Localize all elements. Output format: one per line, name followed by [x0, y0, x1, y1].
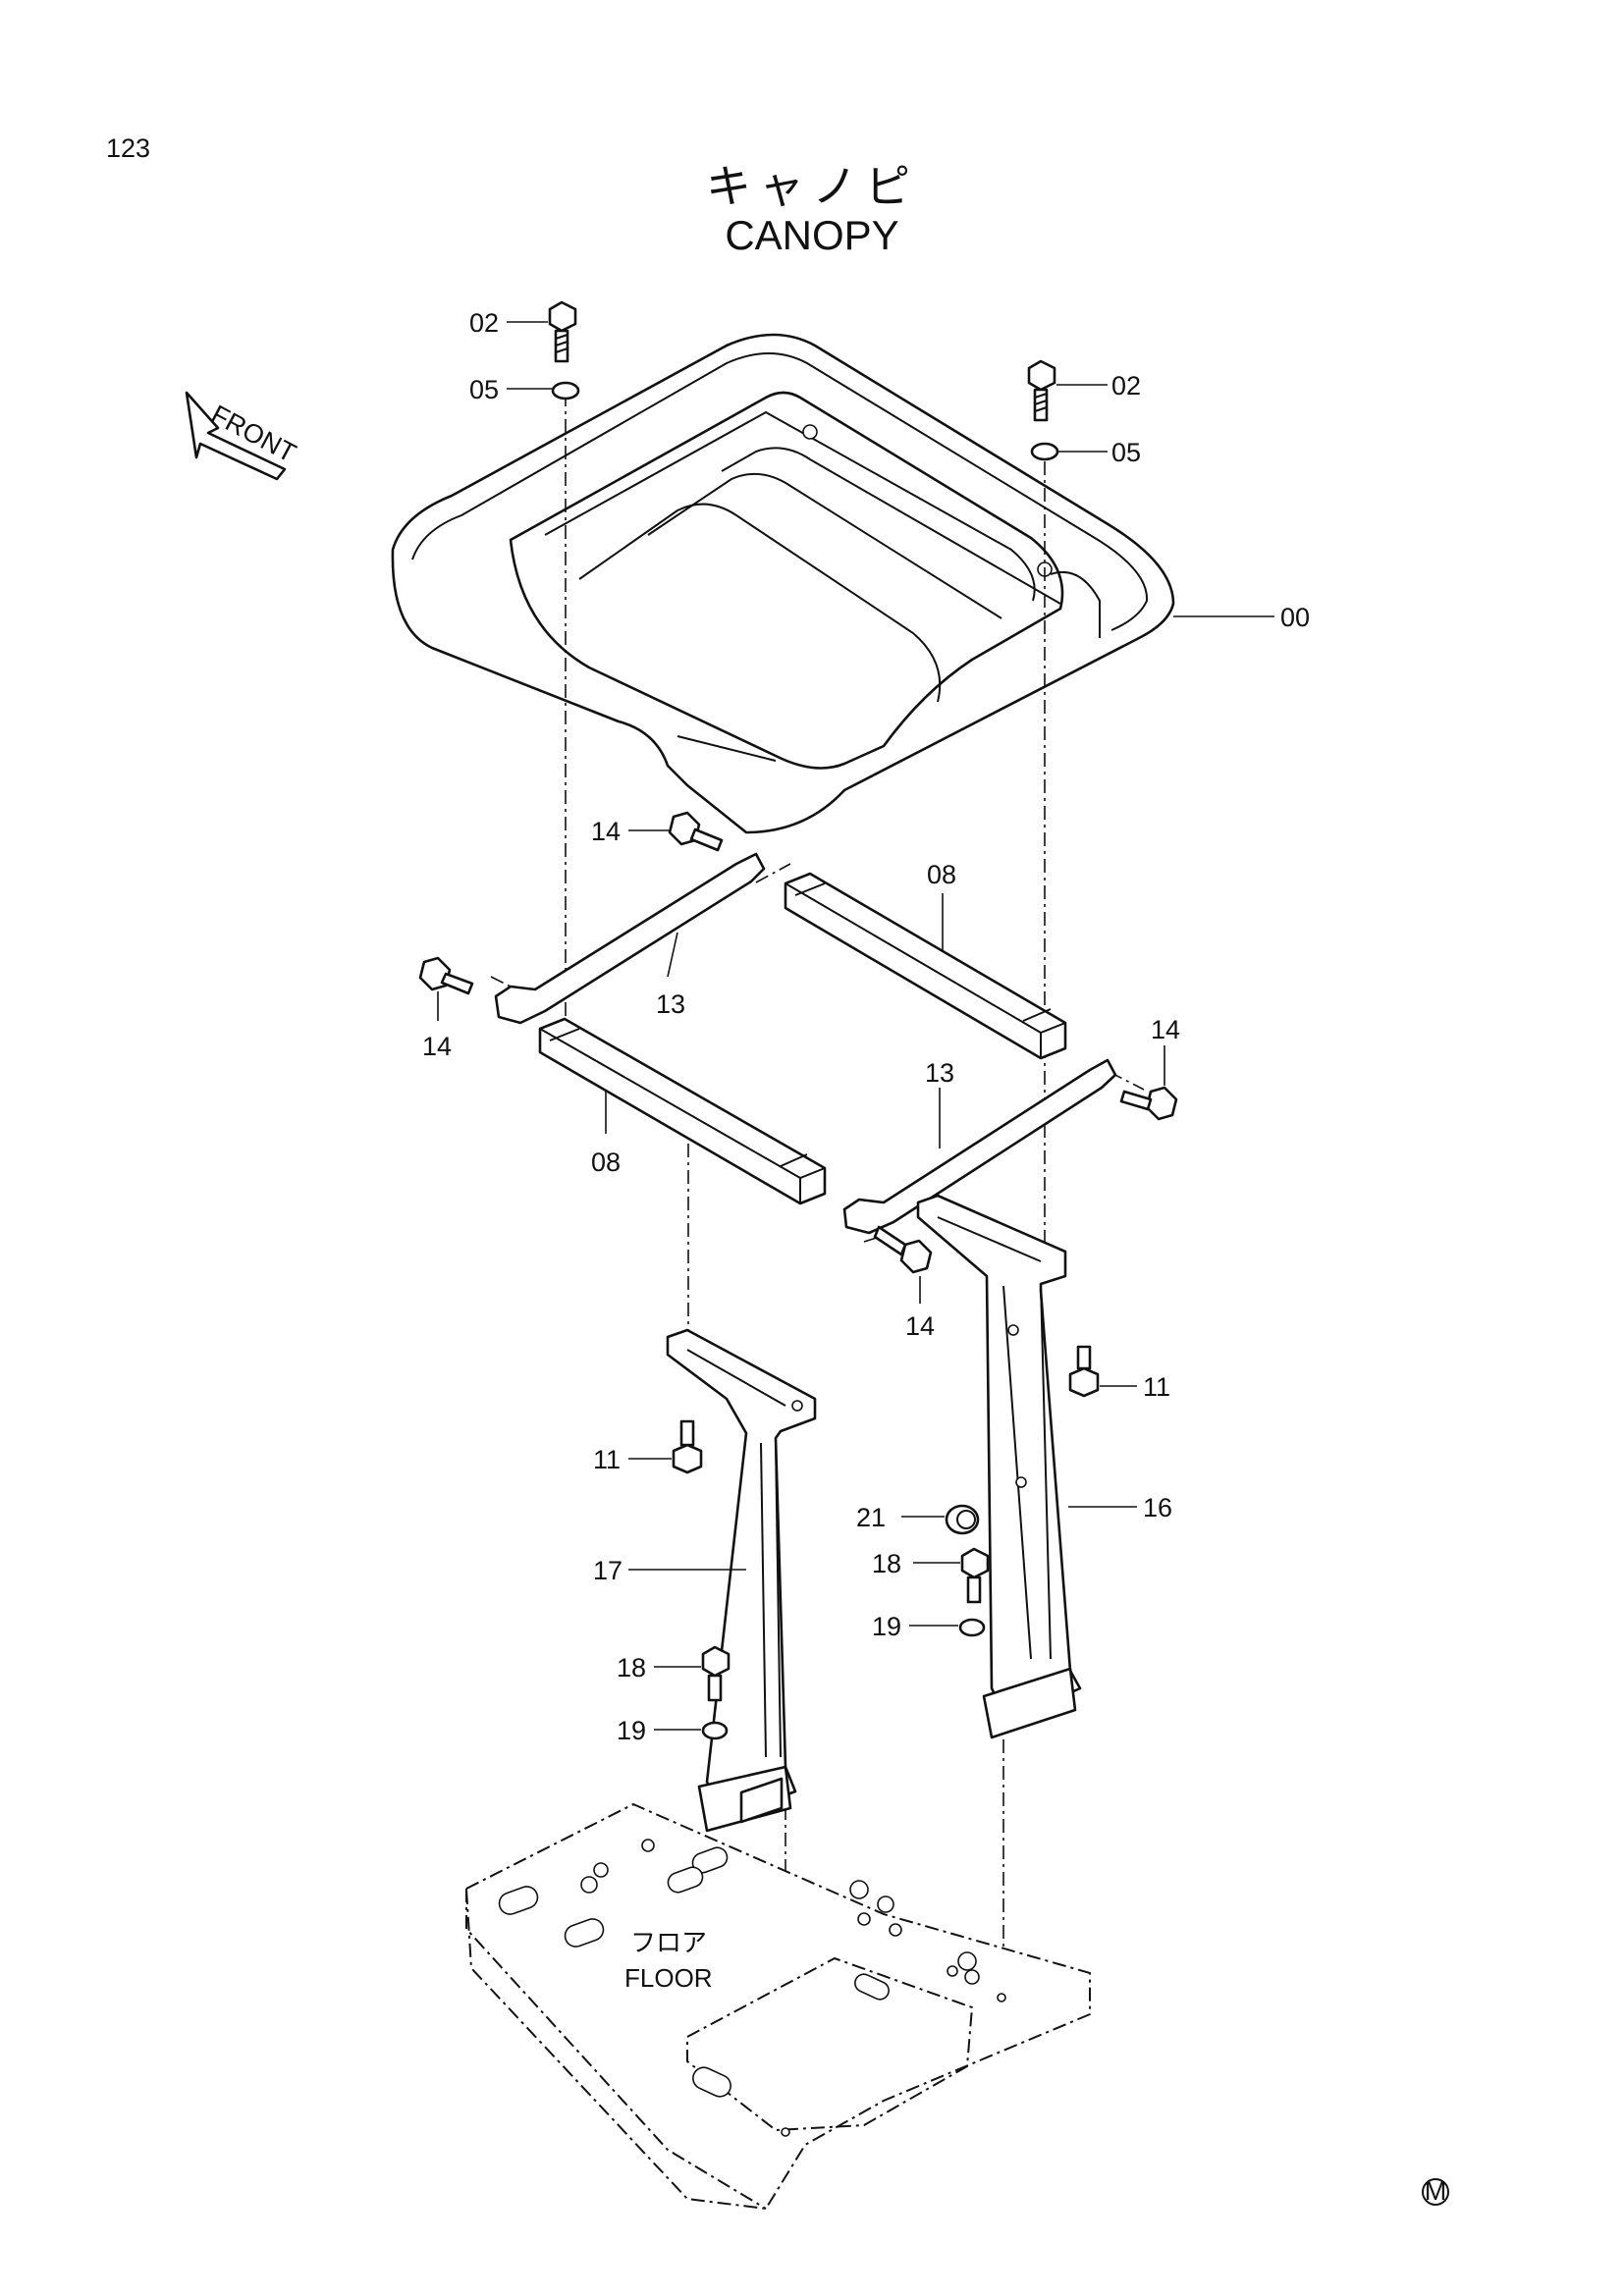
canopy-roof — [391, 333, 1175, 834]
floor-plate — [465, 1803, 1091, 2210]
front-arrow: FRONT — [185, 391, 300, 481]
callout-11-right: 11 — [1143, 1372, 1170, 1402]
post-16 — [916, 1194, 1082, 1710]
bolt-14-c — [1119, 1086, 1178, 1121]
callout-16: 16 — [1143, 1493, 1172, 1522]
callout-18-left: 18 — [617, 1653, 646, 1682]
bolt-02-right — [1027, 359, 1056, 422]
page-number: 123 — [106, 133, 151, 163]
callout-14-right: 14 — [1151, 1015, 1180, 1044]
callout-19-left: 19 — [617, 1716, 646, 1745]
brace-13-front — [842, 1058, 1117, 1235]
callout-02-right: 02 — [1111, 371, 1141, 400]
brace-13-rear — [494, 852, 766, 1025]
bolt-11-right — [1068, 1345, 1100, 1398]
callout-leaders — [437, 321, 1274, 1731]
callout-08-front: 08 — [591, 1148, 621, 1177]
callout-02-left: 02 — [469, 308, 499, 338]
svg-text:M: M — [1425, 2176, 1447, 2206]
callout-21: 21 — [856, 1503, 886, 1532]
bolt-18-right — [960, 1547, 990, 1604]
callout-00: 00 — [1280, 603, 1310, 632]
callout-14-top: 14 — [591, 817, 621, 846]
floor-label-english: FLOOR — [624, 1963, 713, 1993]
bolt-11-left — [672, 1419, 703, 1474]
callout-08-rear: 08 — [927, 860, 956, 889]
circled-m-mark: M — [1422, 2176, 1449, 2206]
callout-14-left: 14 — [422, 1032, 452, 1061]
callout-18-right: 18 — [872, 1549, 901, 1578]
washer-19-right — [958, 1618, 986, 1637]
callout-13-rear: 13 — [656, 989, 685, 1019]
floor-label-japanese: フロア — [630, 1929, 707, 1958]
bolt-18-left — [701, 1645, 731, 1702]
post-17 — [666, 1328, 817, 1808]
callout-13-front: 13 — [925, 1058, 954, 1088]
callout-05-right: 05 — [1111, 438, 1141, 467]
callout-14-bottom: 14 — [905, 1311, 935, 1341]
bolt-14-d — [873, 1225, 933, 1274]
title-english: CANOPY — [725, 212, 899, 258]
bolt-14-b — [418, 956, 474, 995]
bolt-14-a — [668, 811, 724, 852]
callout-05-left: 05 — [469, 375, 499, 404]
callout-17: 17 — [593, 1556, 623, 1585]
washer-05-left — [551, 381, 580, 400]
washer-05-right — [1030, 442, 1059, 461]
title-japanese: キャノピ — [706, 160, 918, 213]
cushion-21 — [945, 1504, 980, 1535]
bolt-02-left — [548, 300, 577, 363]
washer-19-left — [701, 1721, 729, 1740]
callout-11-left: 11 — [593, 1445, 621, 1474]
callout-19-right: 19 — [872, 1612, 901, 1641]
